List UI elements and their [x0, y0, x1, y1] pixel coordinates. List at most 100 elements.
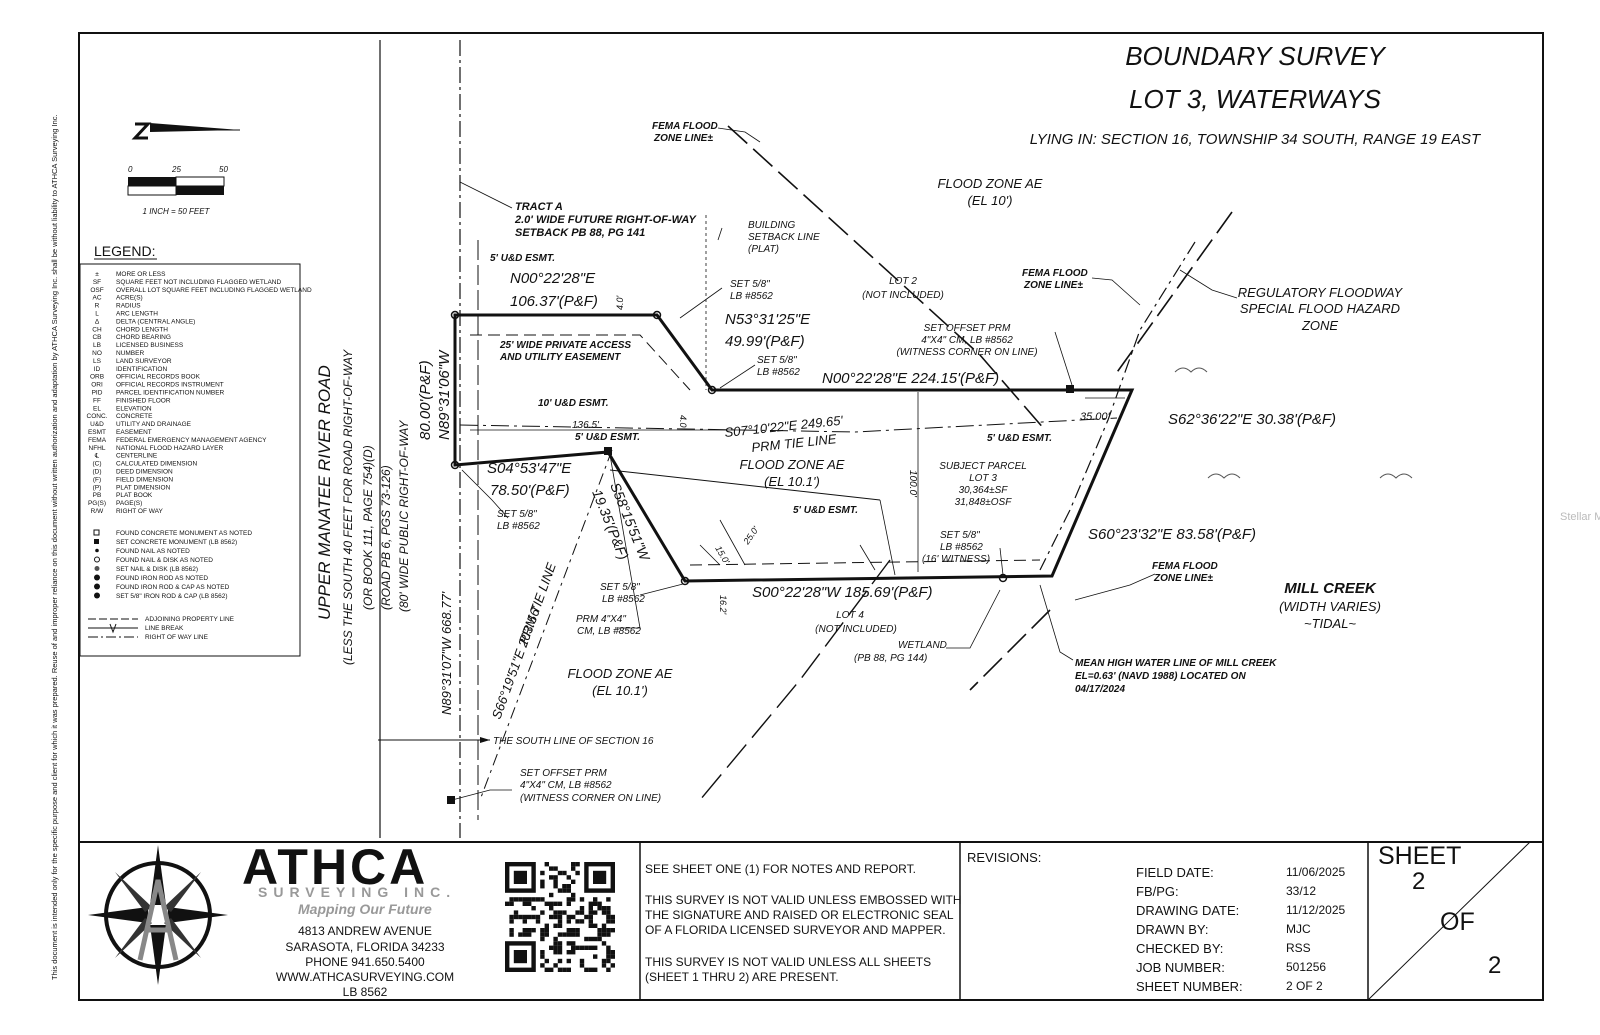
svg-text:N89°31'06"W: N89°31'06"W	[436, 349, 453, 440]
company-lb: LB 8562	[342, 985, 388, 999]
svg-text:CM, LB #8562: CM, LB #8562	[577, 626, 641, 637]
legend-desc: LICENSED BUSINESS	[116, 342, 184, 349]
legend-symbol-icon	[94, 566, 100, 571]
svg-text:4"X4" CM, LB #8562: 4"X4" CM, LB #8562	[921, 335, 1013, 346]
athca-compass-logo-icon	[88, 845, 228, 985]
legend-desc: ELEVATION	[116, 405, 152, 412]
legend-desc: IDENTIFICATION	[116, 366, 167, 373]
company-slogan: Mapping Our Future	[298, 901, 432, 917]
legend-abbrev: CONC.	[87, 413, 108, 420]
legend-abbrev: FF	[93, 397, 101, 404]
svg-text:LB #8562: LB #8562	[497, 521, 540, 532]
legend-desc: ARC LENGTH	[116, 311, 158, 318]
legend-abbrev: Δ	[95, 318, 100, 325]
company-website[interactable]: WWW.ATHCASURVEYING.COM	[275, 970, 455, 984]
legend-abbrev: NFHL	[89, 445, 106, 452]
legend-abbrev: U&D	[90, 421, 104, 428]
svg-text:31,848±OSF: 31,848±OSF	[955, 497, 1013, 508]
legend-abbrev: AC	[92, 295, 101, 302]
company-sub: SURVEYING INC.	[258, 884, 457, 900]
road-note-4: (80' WIDE PUBLIC RIGHT-OF-WAY	[397, 420, 411, 612]
svg-text:N89°31'07"W 668.77': N89°31'07"W 668.77'	[439, 591, 454, 715]
svg-text:PRM 4"X4": PRM 4"X4"	[576, 614, 626, 625]
legend-symbol-label: SET CONCRETE MONUMENT (LB 8562)	[116, 539, 237, 546]
legend-box	[79, 263, 301, 657]
svg-text:(PB 88, PG 144): (PB 88, PG 144)	[854, 653, 927, 664]
svg-text:25.0': 25.0'	[741, 524, 761, 547]
svg-text:N00°22'28"E: N00°22'28"E	[510, 270, 596, 287]
svg-text:(NOT INCLUDED): (NOT INCLUDED)	[862, 290, 944, 301]
svg-text:LB #8562: LB #8562	[602, 594, 645, 605]
company-phone: PHONE 941.650.5400	[305, 955, 425, 969]
legend-abbrev: OSF	[90, 287, 103, 294]
legend-symbol-icon	[94, 592, 100, 599]
note-3a: THIS SURVEY IS NOT VALID UNLESS ALL SHEE…	[645, 955, 932, 969]
info-key: CHECKED BY:	[1136, 941, 1224, 956]
legend-line-label: ADJOINING PROPERTY LINE	[145, 616, 235, 623]
note-1: SEE SHEET ONE (1) FOR NOTES AND REPORT.	[645, 862, 916, 876]
road-note-3: (ROAD PB 6, PGS 73-126)	[379, 465, 393, 610]
svg-text:FEMA FLOOD: FEMA FLOOD	[652, 121, 718, 132]
svg-text:SET 5/8": SET 5/8"	[600, 582, 640, 593]
svg-text:~TIDAL~: ~TIDAL~	[1304, 616, 1356, 631]
sheet-border	[78, 32, 1544, 1001]
svg-text:THE SOUTH LINE OF SECTION 16: THE SOUTH LINE OF SECTION 16	[493, 736, 654, 747]
legend-symbol-label: FOUND NAIL AS NOTED	[116, 548, 190, 555]
legend-desc: RADIUS	[116, 303, 141, 310]
legend-desc: PAGE(S)	[116, 500, 142, 507]
qr-code	[505, 862, 615, 972]
svg-text:(WITNESS CORNER ON LINE): (WITNESS CORNER ON LINE)	[520, 793, 661, 804]
info-key: JOB NUMBER:	[1136, 960, 1225, 975]
info-value: MJC	[1286, 922, 1311, 936]
svg-text:49.99'(P&F): 49.99'(P&F)	[725, 333, 805, 350]
fema-flood-line-3	[969, 609, 1051, 691]
legend-symbols: FOUND CONCRETE MONUMENT AS NOTED SET CONC…	[93, 529, 252, 600]
svg-text:LOT 2: LOT 2	[889, 276, 917, 287]
svg-text:136.5': 136.5'	[572, 420, 600, 431]
legend-desc: FEDERAL EMERGENCY MANAGEMENT AGENCY	[116, 437, 267, 444]
legend-abbrev: L	[95, 311, 99, 318]
access-easement-line	[470, 334, 691, 391]
svg-text:0: 0	[128, 165, 133, 174]
legend-abbrev: ℄	[94, 453, 100, 460]
legend-desc: OFFICIAL RECORDS INSTRUMENT	[116, 382, 224, 389]
svg-text:25: 25	[171, 165, 181, 174]
svg-text:LOT 3: LOT 3	[969, 473, 997, 484]
sheet-label: SHEET	[1378, 842, 1462, 870]
svg-text:35.00': 35.00'	[1080, 411, 1111, 423]
svg-text:(PLAT): (PLAT)	[748, 244, 779, 255]
legend-symbol-label: FOUND CONCRETE MONUMENT AS NOTED	[116, 530, 252, 537]
legend-heading: LEGEND:	[94, 243, 155, 259]
legend-abbrev: EL	[93, 405, 101, 412]
legend-desc: NUMBER	[116, 350, 144, 357]
easement-line-inner	[689, 559, 1041, 566]
svg-text:LB #8562: LB #8562	[757, 367, 800, 378]
svg-text:SET 5/8": SET 5/8"	[497, 509, 537, 520]
svg-text:5' U&D ESMT.: 5' U&D ESMT.	[793, 505, 858, 516]
legend-desc: FIELD DIMENSION	[116, 476, 173, 483]
legend-abbrev: PB	[93, 492, 102, 499]
svg-text:4.0': 4.0'	[678, 415, 688, 430]
legend-desc: LAND SURVEYOR	[116, 358, 172, 365]
info-value: 501256	[1286, 960, 1327, 974]
lot3-inner-lines	[699, 499, 896, 576]
sheet-total: 2	[1488, 952, 1502, 979]
info-key: DRAWING DATE:	[1136, 903, 1240, 918]
svg-text:SUBJECT PARCEL: SUBJECT PARCEL	[939, 461, 1027, 472]
svg-text:SETBACK LINE: SETBACK LINE	[748, 232, 820, 243]
svg-text:(EL 10.1'): (EL 10.1')	[764, 474, 820, 489]
legend-symbol-icon	[94, 556, 100, 563]
legend-desc: ACRE(S)	[116, 295, 143, 302]
legend-desc: EASEMENT	[116, 429, 152, 436]
legend-abbrev: (D)	[92, 469, 101, 476]
revisions-label: REVISIONS:	[967, 850, 1042, 865]
legend-abbrev: ORB	[90, 374, 104, 381]
svg-text:SET 5/8": SET 5/8"	[730, 279, 770, 290]
lot-3-boundary	[453, 313, 1135, 583]
fema-flood-line-1	[727, 125, 1046, 431]
svg-text:ZONE: ZONE	[1301, 318, 1338, 333]
svg-text:30,364±SF: 30,364±SF	[959, 485, 1009, 496]
